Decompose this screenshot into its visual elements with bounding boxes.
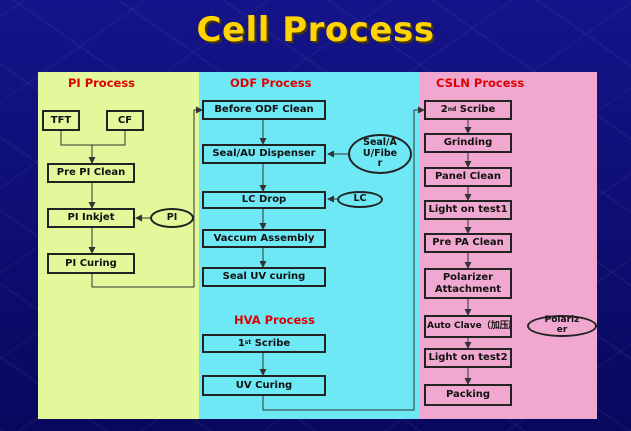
- packing-box: Packing: [424, 384, 512, 406]
- panel-clean-box: Panel Clean: [424, 167, 512, 187]
- page-title: Cell Process: [196, 10, 435, 50]
- second-scribe-ordinal: nd: [447, 105, 457, 113]
- before-odf-clean-box: Before ODF Clean: [202, 100, 326, 120]
- csln-process-title: CSLN Process: [436, 76, 525, 90]
- hva-process-title: HVA Process: [234, 313, 315, 327]
- tft-box: TFT: [42, 110, 80, 131]
- seal-uv-curing-box: Seal UV curing: [202, 267, 326, 287]
- cf-box: CF: [106, 110, 144, 131]
- pre-pa-clean-box: Pre PA Clean: [424, 233, 512, 253]
- light-on-test1-box: Light on test1: [424, 200, 512, 220]
- second-scribe-label: Scribe: [456, 104, 496, 116]
- pi-curing-box: PI Curing: [47, 253, 135, 274]
- polarizer-material-ellipse: Polariz er: [527, 315, 597, 337]
- pi-inkjet-box: PI Inkjet: [47, 208, 135, 228]
- lc-drop-box: LC Drop: [202, 191, 326, 209]
- odf-process-title: ODF Process: [230, 76, 312, 90]
- auto-clave-box: Auto Clave（加压脱泡）: [424, 315, 512, 338]
- pre-pi-clean-box: Pre PI Clean: [47, 163, 135, 183]
- second-scribe-number: 2: [440, 104, 448, 116]
- polarizer-attachment-box: Polarizer Attachment: [424, 268, 512, 299]
- first-scribe-ordinal: st: [244, 339, 252, 347]
- light-on-test2-box: Light on test2: [424, 348, 512, 368]
- first-scribe-number: 1: [237, 337, 245, 349]
- vaccum-assembly-box: Vaccum Assembly: [202, 229, 326, 248]
- uv-curing-box: UV Curing: [202, 375, 326, 396]
- seal-au-dispenser-box: Seal/AU Dispenser: [202, 144, 326, 164]
- seal-au-fiber-material-ellipse: Seal/A U/Fibe r: [348, 134, 412, 174]
- lc-material-ellipse: LC: [337, 191, 383, 208]
- pi-process-title: PI Process: [68, 76, 136, 90]
- grinding-box: Grinding: [424, 133, 512, 153]
- pi-material-ellipse: PI: [150, 208, 194, 228]
- first-scribe-label: Scribe: [251, 337, 291, 349]
